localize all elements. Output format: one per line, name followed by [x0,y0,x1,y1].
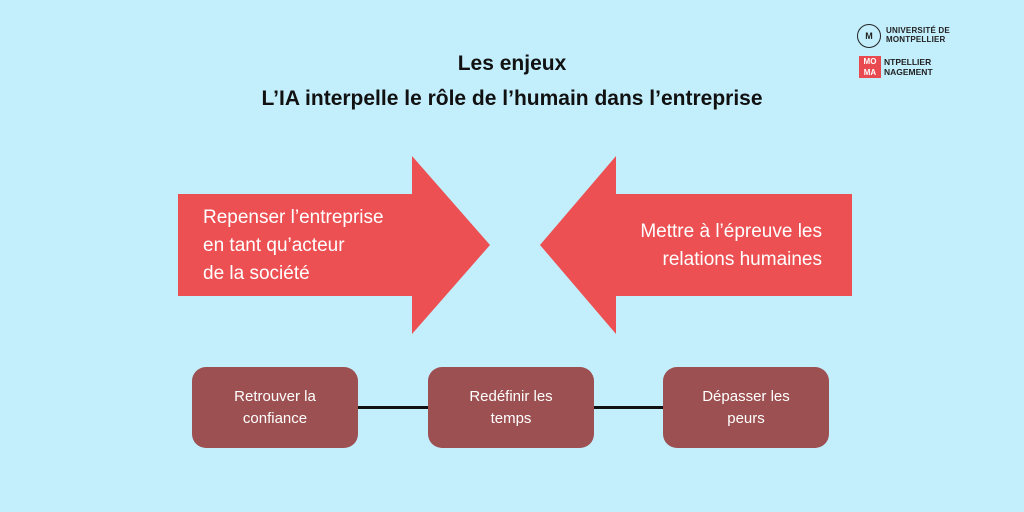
universite-seal-icon: M [857,24,881,48]
title-line-1: Les enjeux [457,52,567,75]
box-redefinir-temps: Redéfinir les temps [428,367,594,448]
universite-name-line-2: MONTPELLIER [886,35,946,44]
universite-name-line-1: UNIVERSITÉ DE [886,26,950,35]
arrow-right-line-1: Mettre à l’épreuve les [640,221,822,242]
box-2-line-1: Redéfinir les [469,387,553,405]
arrow-left-shape [178,156,490,334]
box-1-line-1: Retrouver la [234,387,316,405]
mm-name-line-1: NTPELLIER [884,57,932,67]
mm-logo-mark: MO MA [859,56,881,78]
connector-line-2 [594,406,664,409]
box-retrouver-confiance: Retrouver la confiance [192,367,358,448]
arrow-right-shape [540,156,852,334]
arrow-left-line-3: de la société [203,263,310,284]
mm-mark-line-2: MA [863,68,877,77]
title-line-2: L’IA interpelle le rôle de l’humain dans… [261,87,763,110]
connector-line-1 [358,406,430,409]
box-depasser-peurs: Dépasser les peurs [663,367,829,448]
arrow-right-text: Mettre à l’épreuve les relations humaine… [590,218,822,274]
logos: M UNIVERSITÉ DE MONTPELLIER MO MA NTPELL… [855,22,1015,82]
box-3-line-2: peurs [727,409,765,427]
arrow-left-text: Repenser l’entreprise en tant qu’acteur … [203,204,443,288]
arrow-left-line-2: en tant qu’acteur [203,235,345,256]
box-1-line-2: confiance [242,409,308,427]
mm-mark-line-1: MO [863,57,877,66]
box-2-line-2: temps [490,409,532,427]
mm-name-line-2: NAGEMENT [884,67,933,77]
box-3-line-1: Dépasser les [702,387,790,405]
arrow-right-line-2: relations humaines [662,249,822,270]
arrow-left-line-1: Repenser l’entreprise [203,207,384,228]
